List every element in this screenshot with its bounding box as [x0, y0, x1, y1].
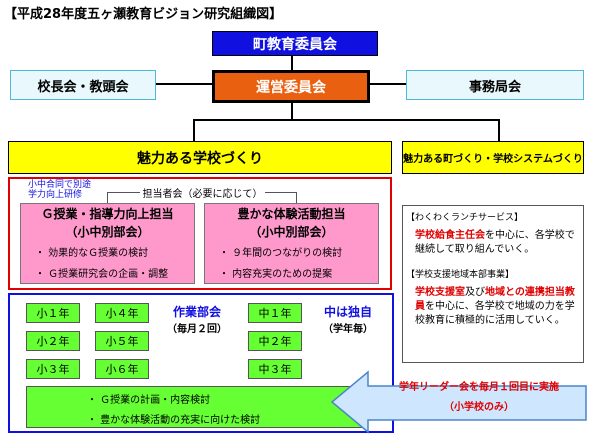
support-text-rest: を中心に、各学校で地域の力を学校教育に積極的に活用していく。 [415, 301, 575, 326]
office-box: 事務局会 [406, 70, 584, 100]
experience-sub: （小中別部会） [249, 224, 334, 239]
school-making-box: 魅力ある学校づくり [8, 141, 392, 174]
grade-box: 小１年 [26, 303, 80, 323]
grade-box: 中３年 [248, 359, 302, 379]
steering-box: 運営委員会 [212, 70, 370, 103]
experience-item: ・ 内容充実のための提案 [219, 269, 333, 280]
leader-meeting-sub: （小学校のみ） [444, 401, 514, 413]
leader-meeting-text: 学年リーダー会を毎月１回目に実施 [399, 381, 559, 393]
lunch-text-red: 学校給食主任会 [415, 230, 485, 241]
g-class-item: ・ 効果的なＧ授業の検討 [35, 248, 149, 259]
green-item: ・ Ｇ授業の計画・内容検討 [87, 395, 211, 406]
connector-line [370, 83, 406, 85]
principals-box: 校長会・教頭会 [10, 70, 156, 100]
grade-box: 小５年 [95, 331, 149, 351]
grade-box: 小３年 [26, 359, 80, 379]
connector-line [156, 83, 212, 85]
grade-box: 小４年 [95, 303, 149, 323]
persons-in-charge-label: 担当者会（必要に応じて） [140, 186, 265, 200]
joint-note-line: 小中合同で別途 [28, 180, 92, 190]
committee-area [8, 177, 392, 290]
green-item: ・ 豊かな体験活動の充実に向けた検討 [87, 415, 261, 426]
work-group-freq: （毎月２回） [167, 323, 227, 335]
lunch-text: 学校給食主任会を中心に、各学校で継続して取り組んでいく。 [415, 229, 579, 257]
middle-note: 中は独自 [323, 304, 372, 319]
lunch-heading: 【わくわくランチサービス】 [406, 213, 524, 223]
joint-note: 小中合同で別途 学力向上研修 [28, 180, 91, 200]
joint-note-line: 学力向上研修 [28, 190, 83, 200]
page-title: 【平成28年度五ヶ瀬教育ビジョン研究組織図】 [4, 7, 283, 22]
support-text-mid: 及び [465, 287, 485, 298]
middle-note-sub: （学年毎） [323, 323, 373, 335]
g-class-box: Ｇ授業・指導力向上担当 （小中別部会） ・ 効果的なＧ授業の検討 ・ Ｇ授業研究… [20, 203, 195, 284]
experience-title: 豊かな体験活動担当 [237, 206, 346, 221]
town-making-box: 魅力ある町づくり・学校システムづくり [402, 141, 584, 174]
leader-arrow [330, 370, 587, 434]
town-detail-box: 【わくわくランチサービス】 学校給食主任会を中心に、各学校で継続して取り組んでい… [402, 205, 584, 363]
g-class-item: ・ Ｇ授業研究会の企画・調整 [35, 269, 169, 280]
connector-line [291, 56, 293, 70]
support-text-red: 学校支援室 [415, 287, 465, 298]
support-heading: 【学校支援地域本部事業】 [406, 270, 515, 280]
experience-box: 豊かな体験活動担当 （小中別部会） ・ ９年間のつながりの検討 ・ 内容充実のた… [204, 203, 379, 284]
grade-box: 小６年 [95, 359, 149, 379]
connector-line [193, 119, 499, 121]
arrow-shape [330, 370, 587, 434]
g-class-sub: （小中別部会） [65, 224, 150, 239]
work-group-label: 作業部会 [172, 304, 221, 319]
g-class-title: Ｇ授業・指導力向上担当 [41, 206, 174, 221]
board-box: 町教育委員会 [212, 31, 378, 56]
grade-box: 小２年 [26, 331, 80, 351]
grade-box: 中２年 [248, 331, 302, 351]
grade-box: 中１年 [248, 303, 302, 323]
connector-line [498, 119, 500, 141]
support-text-red: 地域との連携担当教員 [415, 287, 575, 312]
lunch-text-rest: を中心に、各学校で継続して取り組んでいく。 [415, 230, 575, 255]
green-summary-box: ・ Ｇ授業の計画・内容検討 ・ 豊かな体験活動の充実に向けた検討 [26, 386, 362, 428]
support-text: 学校支援室及び地域との連携担当教員を中心に、各学校で地域の力を学校教育に積極的に… [415, 286, 579, 328]
experience-item: ・ ９年間のつながりの検討 [219, 248, 343, 259]
connector-line [193, 119, 195, 141]
grade-area [8, 293, 394, 433]
connector-line [291, 102, 293, 120]
